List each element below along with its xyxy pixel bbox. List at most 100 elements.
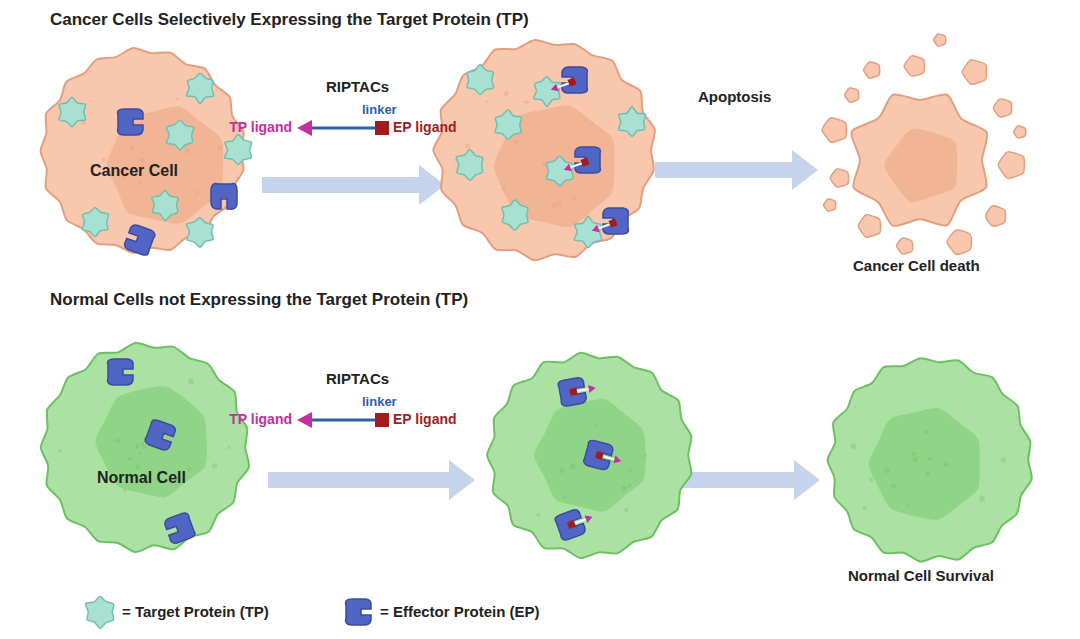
- annotation-label: Apoptosis: [698, 88, 771, 105]
- cytoplasm-dot: [195, 190, 200, 195]
- tp-ligand-symbol: [590, 225, 599, 235]
- cell-label: Cancer Cell: [90, 162, 178, 180]
- cell-label: Normal Cell Survival: [848, 567, 994, 584]
- tp-ligand-symbol: [588, 384, 596, 393]
- effector-protein-shape: [575, 147, 601, 173]
- apoptotic-body: [947, 230, 971, 254]
- effector-protein: [557, 377, 587, 407]
- tp-ligand-symbol: [549, 84, 558, 94]
- cytoplasm-dot: [123, 488, 126, 491]
- effector-protein-shape: [211, 184, 237, 210]
- cytoplasm-dot: [556, 202, 561, 207]
- apoptotic-body: [858, 215, 880, 238]
- annotation-label: TP ligand: [229, 119, 292, 135]
- cell-membrane: [41, 343, 249, 552]
- effector-protein-shape: [346, 599, 372, 625]
- cytoplasm-dot: [135, 444, 140, 449]
- cytoplasm-dot: [891, 484, 896, 489]
- target-protein: [187, 73, 214, 103]
- target-protein: [574, 216, 601, 247]
- tp-ligand-symbol: [562, 164, 571, 174]
- apoptotic-body: [962, 60, 986, 85]
- cell-nucleus: [869, 408, 980, 520]
- process-arrow: [262, 165, 445, 205]
- effector-protein-shape: [118, 109, 144, 135]
- cytoplasm-dot: [591, 122, 594, 125]
- cytoplasm-dot: [526, 100, 529, 103]
- cytoplasm-dot: [628, 484, 631, 487]
- result-cell: Normal Cell Survival: [820, 355, 1040, 587]
- cytoplasm-dot: [542, 163, 546, 167]
- process-arrow: [268, 460, 475, 500]
- apoptotic-body: [864, 62, 880, 78]
- linker-line: [308, 127, 376, 130]
- cytoplasm-dot: [59, 450, 62, 453]
- cytoplasm-dot: [501, 187, 506, 192]
- cytoplasm-dot: [925, 471, 930, 476]
- condensed-nucleus: [884, 129, 957, 203]
- effector-protein-shape: [144, 419, 177, 452]
- cytoplasm-dot: [884, 467, 890, 473]
- effector-protein-shape: [562, 67, 588, 93]
- cytoplasm-dot: [924, 429, 929, 434]
- target-protein: [82, 208, 109, 237]
- shrunken-cell: [851, 94, 987, 226]
- target-protein: [186, 218, 213, 248]
- cytoplasm-dot: [621, 486, 627, 492]
- apoptotic-body: [822, 118, 846, 143]
- annotation-label: EP ligand: [393, 119, 457, 135]
- annotation-label: RIPTACs: [326, 78, 389, 95]
- linker-line: [556, 83, 569, 88]
- effector-protein: [562, 67, 588, 93]
- cytoplasm-dot: [862, 506, 866, 510]
- cytoplasm-dot: [465, 143, 470, 148]
- cytoplasm-dot: [595, 424, 598, 427]
- cytoplasm-dot: [129, 146, 135, 152]
- effector-protein: [123, 223, 156, 256]
- cytoplasm-dot: [628, 468, 632, 472]
- linker-line: [597, 224, 610, 229]
- linker-line: [569, 163, 582, 168]
- cell-nucleus: [534, 399, 645, 512]
- cell-outline: [815, 55, 1030, 280]
- cytoplasm-dot: [218, 145, 223, 150]
- cytoplasm-dot: [142, 445, 146, 449]
- apoptotic-body: [993, 99, 1011, 117]
- cytoplasm-dot: [624, 508, 628, 512]
- cytoplasm-dot: [101, 158, 105, 162]
- cytoplasm-dot: [212, 463, 218, 469]
- effector-protein: [346, 599, 372, 625]
- target-protein: [546, 156, 573, 186]
- cytoplasm-dot: [572, 195, 577, 200]
- effector-protein: [108, 359, 134, 385]
- cytoplasm-dot: [228, 446, 231, 449]
- target-protein: [467, 64, 494, 94]
- process-arrow: [655, 150, 818, 190]
- effector-protein-shape: [123, 223, 156, 256]
- annotation-label: EP ligand: [393, 411, 457, 427]
- cell-membrane: [433, 40, 655, 260]
- apoptotic-body: [824, 199, 836, 211]
- effector-protein: [575, 147, 601, 173]
- cytoplasm-dot: [135, 464, 140, 469]
- effector-protein-shape: [108, 359, 134, 385]
- cytoplasm-dot: [644, 454, 647, 457]
- section-heading: Normal Cells not Expressing the Target P…: [50, 290, 468, 310]
- ep-ligand-symbol: [567, 520, 576, 529]
- tp-ligand-symbol: [585, 513, 594, 523]
- ep-ligand-symbol: [568, 78, 577, 87]
- annotation-label: linker: [362, 394, 397, 409]
- ep-ligand-symbol: [595, 451, 604, 460]
- effector-protein: [163, 512, 196, 545]
- cell-nucleus: [95, 386, 206, 497]
- apoptotic-body: [986, 206, 1006, 226]
- cell-outline: [35, 335, 255, 560]
- linker-line: [574, 519, 587, 524]
- cytoplasm-dot: [138, 181, 142, 185]
- effector-protein-shape: [557, 377, 587, 407]
- cytoplasm-dot: [188, 379, 194, 385]
- target-protein: [166, 120, 193, 149]
- cytoplasm-dot: [913, 457, 918, 462]
